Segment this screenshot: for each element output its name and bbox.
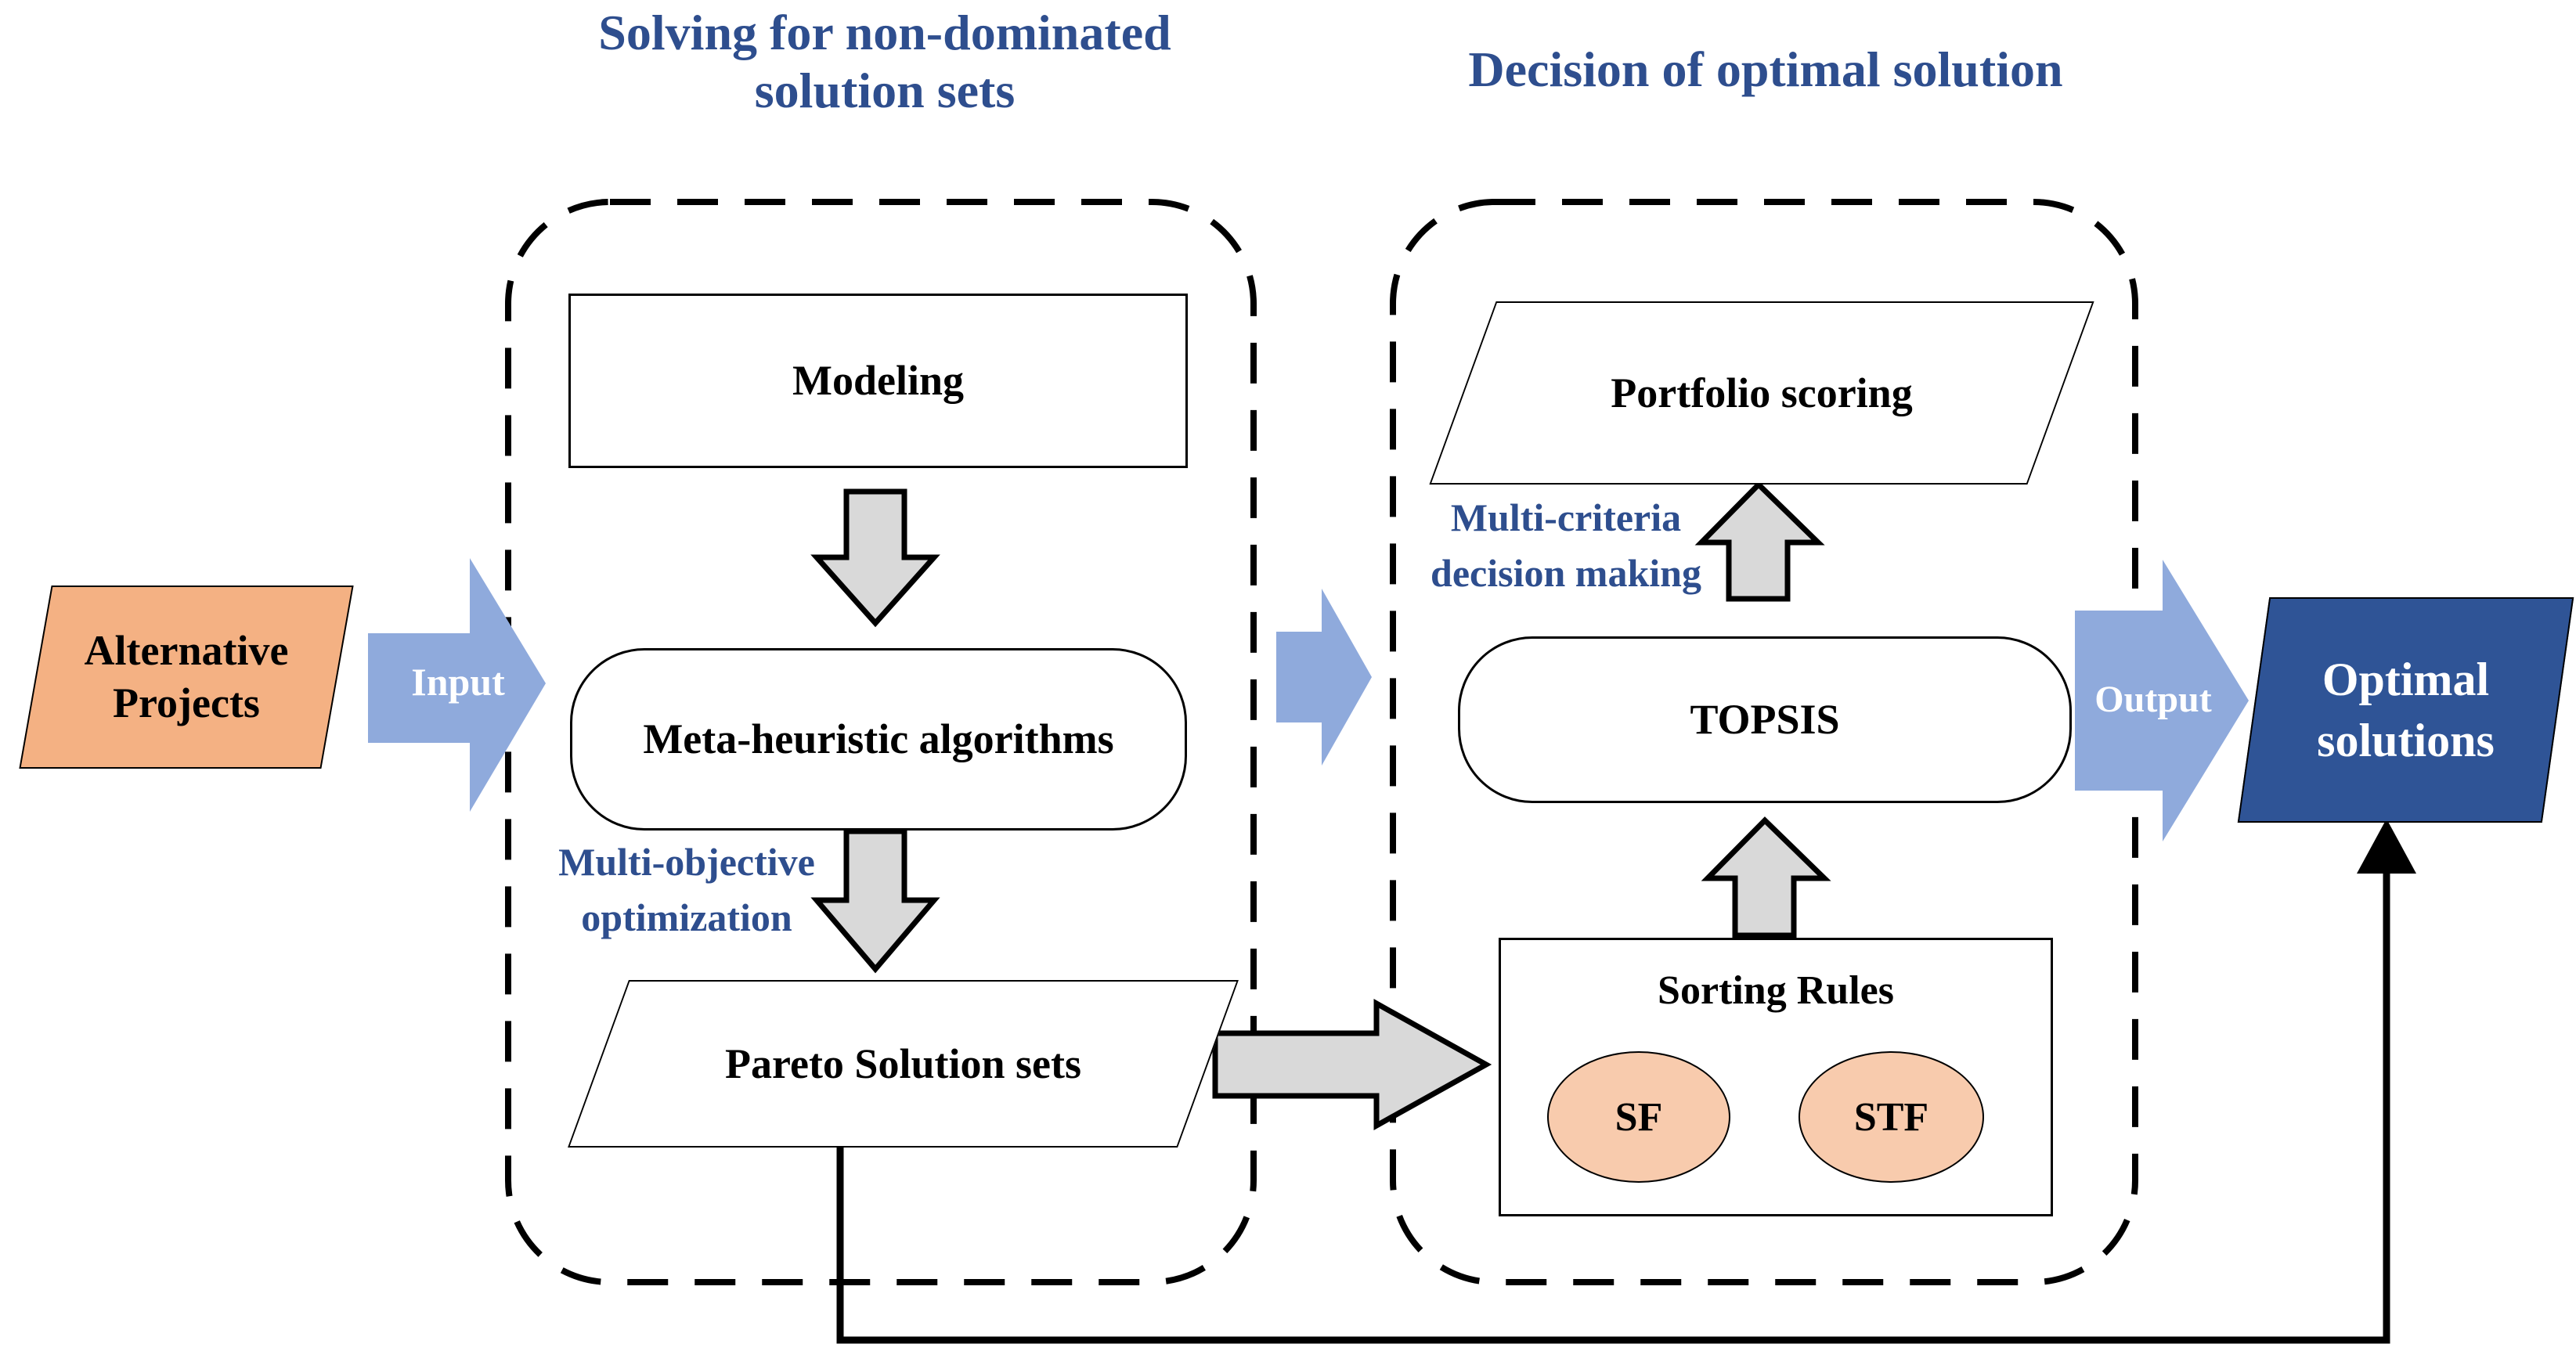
portfolio-scoring-label: Portfolio scoring xyxy=(1611,369,1913,416)
pareto-solution-sets-label: Pareto Solution sets xyxy=(725,1040,1081,1087)
alternative-projects-label-line2: Projects xyxy=(113,679,260,726)
optimal-solutions-node: Optimal solutions xyxy=(2237,597,2574,823)
topsis-to-portfolio-arrow-icon xyxy=(1694,481,1825,602)
topsis-node: TOPSIS xyxy=(1458,636,2072,803)
left-section-title: Solving for non-dominated solution sets xyxy=(501,4,1268,119)
stf-label: STF xyxy=(1853,1094,1929,1140)
multi-objective-label: Multi-objective optimization xyxy=(526,834,847,946)
optimal-solutions-label-line1: Optimal xyxy=(2322,654,2490,705)
left-section-title-line2: solution sets xyxy=(754,62,1016,118)
output-arrow-label: Output xyxy=(2094,679,2212,720)
multi-criteria-label: Multi-criteria decision making xyxy=(1402,490,1730,601)
meta-heuristic-label: Meta-heuristic algorithms xyxy=(643,715,1114,763)
left-dashed-container xyxy=(505,199,1257,1285)
sf-label: SF xyxy=(1615,1094,1663,1140)
inter-section-arrow-icon xyxy=(1276,589,1372,766)
right-section-title: Decision of optimal solution xyxy=(1394,41,2138,99)
pareto-solution-sets-node: Pareto Solution sets xyxy=(568,980,1239,1148)
left-section-title-line1: Solving for non-dominated xyxy=(598,5,1171,60)
input-arrow-label: Input xyxy=(411,660,505,704)
output-arrow-icon xyxy=(2075,560,2249,841)
optimal-solutions-label-line2: solutions xyxy=(2317,715,2495,766)
meta-heuristic-node: Meta-heuristic algorithms xyxy=(570,648,1187,831)
right-section-title-line: Decision of optimal solution xyxy=(1468,41,2063,97)
modeling-node: Modeling xyxy=(568,294,1188,468)
sf-ellipse: SF xyxy=(1547,1051,1730,1183)
meta-down-arrow-icon xyxy=(810,828,940,974)
alternative-projects-node: Alternative Projects xyxy=(19,586,354,769)
multi-criteria-label-line2: decision making xyxy=(1431,551,1701,595)
right-dashed-container xyxy=(1390,199,2138,1285)
feedback-arrowhead-icon xyxy=(2357,819,2416,874)
input-arrow-icon xyxy=(368,558,546,812)
pareto-to-sorting-arrow-icon xyxy=(1212,999,1492,1130)
stf-ellipse: STF xyxy=(1799,1051,1984,1183)
multi-criteria-label-line1: Multi-criteria xyxy=(1450,495,1682,539)
feedback-connector-line xyxy=(836,870,2390,1344)
portfolio-scoring-node: Portfolio scoring xyxy=(1429,301,2094,485)
multi-objective-label-line1: Multi-objective xyxy=(558,840,815,884)
sorting-rules-title: Sorting Rules xyxy=(1658,968,1894,1013)
alternative-projects-label-line1: Alternative xyxy=(84,626,289,674)
topsis-label: TOPSIS xyxy=(1690,696,1840,744)
modeling-down-arrow-icon xyxy=(810,488,940,628)
sorting-to-topsis-arrow-icon xyxy=(1701,816,1831,939)
multi-objective-label-line2: optimization xyxy=(581,895,792,939)
modeling-label: Modeling xyxy=(792,357,964,405)
